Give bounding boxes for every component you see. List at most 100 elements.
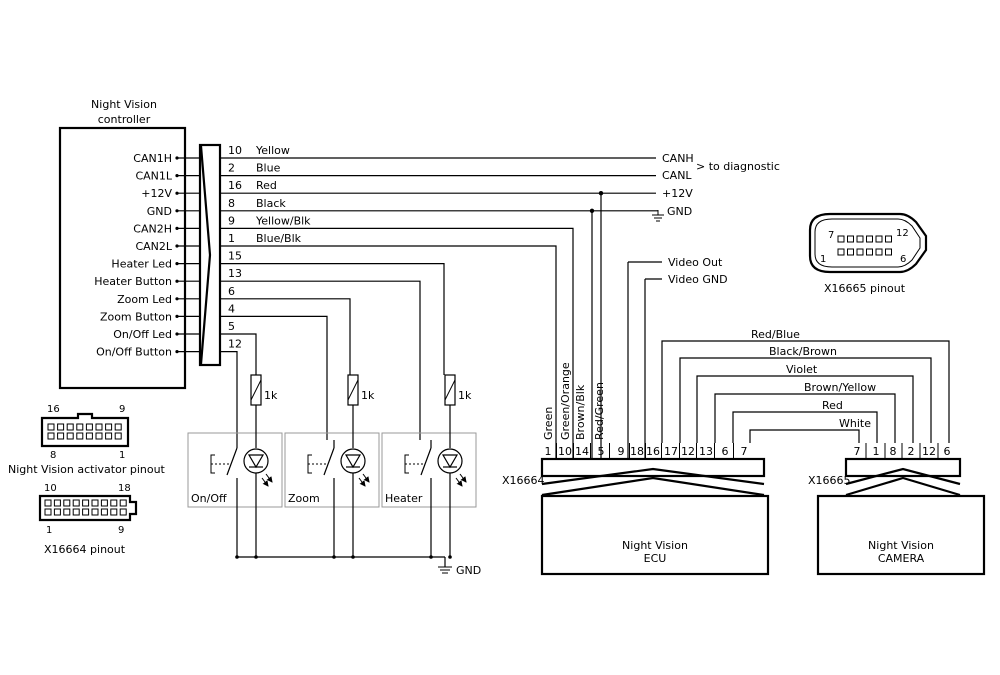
camera-wire <box>714 393 896 443</box>
pin-hole <box>82 499 90 507</box>
switch-module-frame <box>187 432 283 508</box>
wire-color-label: Blue <box>256 162 281 175</box>
x16664-pin-holes <box>44 499 127 516</box>
controller-pin-label: CAN2H <box>133 222 172 235</box>
junction-dot <box>598 191 604 196</box>
ecu-pin-number: 10 <box>558 445 572 458</box>
ecu-title-line1: Night Vision <box>622 539 688 552</box>
wire-6: 6 <box>220 285 351 375</box>
wire-number: 5 <box>228 320 235 333</box>
wire-path <box>220 315 328 440</box>
pin-hole <box>885 235 892 243</box>
pin-hole <box>95 432 103 440</box>
resistor-slash <box>250 379 262 401</box>
x16665-pinout-label: X16665 pinout <box>824 282 906 295</box>
canl-label: CANL <box>662 169 692 182</box>
camera-pin-number: 2 <box>908 445 915 458</box>
x16665-pinout: 7 12 1 6 X16665 pinout <box>808 212 928 295</box>
pin-hole <box>53 508 61 516</box>
controller-pin-dot <box>175 314 179 318</box>
switch-module-frame <box>284 432 380 508</box>
diagnostic-labels: CANH CANL > to diagnostic +12V GND <box>652 152 780 222</box>
bottom-ground: GND <box>237 556 481 577</box>
resistor-label: 1k <box>458 389 472 402</box>
camera-connector-chevron <box>845 476 961 497</box>
x16664-pin10: 10 <box>44 483 57 494</box>
junction-dot <box>448 555 452 559</box>
wire-4: 4 <box>220 302 328 440</box>
pin-hole <box>72 499 80 507</box>
camera-title-line1: Night Vision <box>868 539 934 552</box>
switch-contact <box>226 447 238 476</box>
ecu-pin-number: 17 <box>664 445 678 458</box>
pin-hole <box>85 432 93 440</box>
ecu-pin-number: 9 <box>618 445 625 458</box>
pin-hole <box>82 508 90 516</box>
video-out-label: Video Out <box>668 256 723 269</box>
controller-pin-dot <box>175 174 179 178</box>
controller-pin-dot <box>175 332 179 336</box>
pin-hole <box>76 432 84 440</box>
camera-title-line2: CAMERA <box>878 552 925 565</box>
camera-box <box>816 494 986 576</box>
pin-hole <box>856 248 864 256</box>
wire-number: 13 <box>228 267 242 280</box>
activator-pin16: 16 <box>47 404 60 415</box>
pin-hole <box>837 235 845 243</box>
pin-hole <box>114 423 122 431</box>
pin-hole <box>866 235 873 243</box>
controller-box <box>58 126 187 390</box>
ecu-pin-number: 1 <box>545 445 552 458</box>
wire-15: 15 <box>220 250 445 375</box>
ecu-pin-number: 7 <box>741 445 748 458</box>
pin-hole <box>114 432 122 440</box>
controller-connector-chevron <box>199 145 212 365</box>
wire-color-label: Yellow <box>255 144 290 157</box>
led-light-arrow <box>265 473 273 483</box>
camera-pin-number: 1 <box>873 445 880 458</box>
switch-contact <box>420 447 432 476</box>
activator-pin9: 9 <box>119 404 125 415</box>
controller-pin-dot <box>175 297 179 301</box>
pin-hole <box>119 499 127 507</box>
activator-pinout-label: Night Vision activator pinout <box>8 463 166 476</box>
camera-wire-label: Brown/Yellow <box>804 381 876 394</box>
resistor-slash <box>444 379 456 401</box>
ecu-wire-color-label: Brown/Blk <box>574 384 587 440</box>
gnd-top-label: GND <box>667 205 692 218</box>
wire-number: 6 <box>228 285 235 298</box>
x16665-pin12: 12 <box>896 228 909 239</box>
wire-number: 2 <box>228 162 235 175</box>
activator-pin-holes <box>47 423 122 440</box>
wire-path <box>220 298 351 375</box>
led-icon <box>243 448 269 474</box>
wire-path <box>220 333 257 375</box>
controller-pin-label: On/Off Button <box>96 346 172 359</box>
controller-pin-dot <box>175 262 179 266</box>
pin-hole <box>95 423 103 431</box>
wire-path <box>220 351 238 440</box>
controller-pin-dot <box>175 156 179 160</box>
wire-number: 1 <box>228 232 235 245</box>
wire-color-label: Blue/Blk <box>256 232 302 245</box>
activator-pin1: 1 <box>119 450 125 461</box>
pin-hole <box>47 423 55 431</box>
ecu-connector-label: X16664 <box>502 474 545 487</box>
wire-12: 12 <box>220 338 242 440</box>
led-light-arrow <box>362 473 370 483</box>
camera-wire-label: White <box>839 417 871 430</box>
ecu-pin-number: 13 <box>699 445 713 458</box>
ecu-connector-chevron-top <box>541 467 765 486</box>
led-icon <box>437 448 463 474</box>
controller-pin-label: Heater Led <box>111 258 172 271</box>
pin-hole <box>100 508 108 516</box>
controller-pin-dot <box>175 209 179 213</box>
camera-pin-number: 6 <box>944 445 951 458</box>
led-icon <box>340 448 366 474</box>
